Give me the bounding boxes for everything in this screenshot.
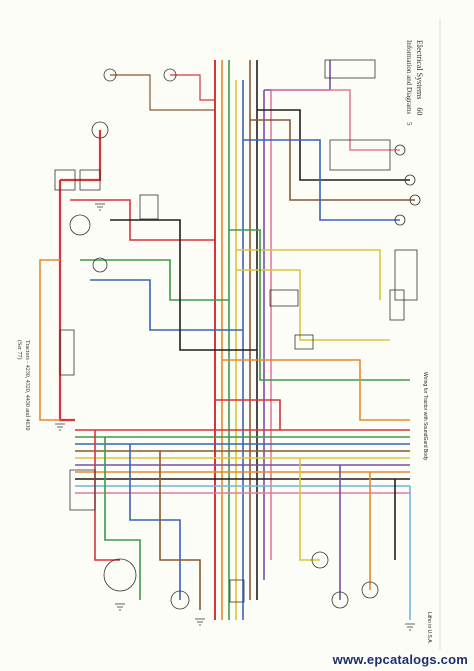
subsection-number: 5	[405, 122, 413, 126]
tail-light-icon	[394, 214, 406, 226]
wire-battery-red	[58, 180, 75, 422]
wire-yellow-right	[236, 249, 381, 300]
wire-drop-green	[104, 437, 141, 600]
horn-icon	[92, 257, 108, 273]
wire-yellow-right-2	[236, 269, 390, 341]
sending-unit-icon	[331, 591, 349, 609]
litho-text: Litho in U.S.A.	[426, 612, 432, 644]
battery-icon	[79, 169, 101, 191]
wire-orange-loop	[39, 259, 60, 421]
header-section: Electrical Systems 60	[415, 40, 424, 115]
serial-caption: (Ser 77)	[16, 340, 22, 360]
fuse-block-icon	[59, 329, 75, 376]
wire-black-right	[257, 109, 410, 181]
fuel-gauge-icon	[311, 551, 329, 569]
wire-green-right	[229, 229, 410, 381]
section-number: 60	[415, 107, 424, 116]
alternator-icon	[91, 121, 109, 139]
starter-icon	[69, 214, 91, 236]
model-list: Tractors - 4230, 4320, 4430 and 4630	[24, 340, 30, 431]
plug-icon	[294, 334, 314, 350]
cab-connector-icon	[394, 249, 418, 301]
header-subsection: Information and Diagrams 5	[405, 40, 413, 126]
warning-light-icon	[394, 144, 406, 156]
rh-speaker-icon	[163, 68, 177, 82]
subsection-title: Information and Diagrams	[405, 40, 413, 115]
relay-icon	[139, 194, 159, 220]
ground-icon	[115, 603, 125, 611]
connector-block-icon	[69, 469, 96, 511]
ground-icon	[405, 623, 415, 631]
wire-drop-blue	[129, 444, 181, 600]
section-title: Electrical Systems	[415, 40, 424, 100]
wire-black-left	[110, 219, 257, 351]
watermark[interactable]: www.epcatalogs.com	[332, 652, 468, 667]
harness-note: Wiring for Tractor with SoundGard Body	[422, 372, 428, 460]
wire-blue-left	[90, 279, 243, 331]
lh-speaker-icon	[103, 68, 117, 82]
ground-icon	[95, 203, 105, 211]
wire-drop-brown	[159, 451, 201, 610]
headlight-icon	[409, 194, 421, 206]
ground-icon	[195, 618, 205, 626]
wire-pink-right	[271, 89, 400, 151]
model-caption: Tractors - 4230, 4320, 4430 and 4630	[24, 340, 30, 430]
light-switch-icon	[229, 579, 245, 603]
wire-purple-up	[264, 60, 331, 91]
diagnostic-receptacle-icon	[103, 558, 137, 592]
dome-light-icon	[269, 289, 299, 307]
wire-green-left	[80, 259, 229, 301]
sound-gard-connector-icon	[324, 59, 376, 79]
wire-red-right	[215, 399, 281, 430]
harness-note-text: Wiring for Tractor with SoundGard Body	[422, 372, 428, 461]
ground-icon	[55, 423, 65, 431]
flood-light-icon	[404, 174, 416, 186]
key-switch-icon	[170, 590, 190, 610]
wire-speaker-left	[110, 74, 215, 111]
wire-brown-right	[250, 119, 415, 201]
serial-note: (Ser 77)	[16, 340, 22, 360]
wire-blue-right	[243, 139, 400, 221]
wire-speaker-right	[170, 74, 215, 101]
litho-note: Litho in U.S.A.	[426, 612, 432, 644]
wire-orange-right	[222, 359, 410, 421]
wire-drop-yellow	[299, 458, 320, 561]
wiper-motor-icon	[361, 581, 379, 599]
battery-icon	[54, 169, 76, 191]
instrument-panel-icon	[329, 139, 391, 171]
radio-icon	[389, 289, 405, 321]
